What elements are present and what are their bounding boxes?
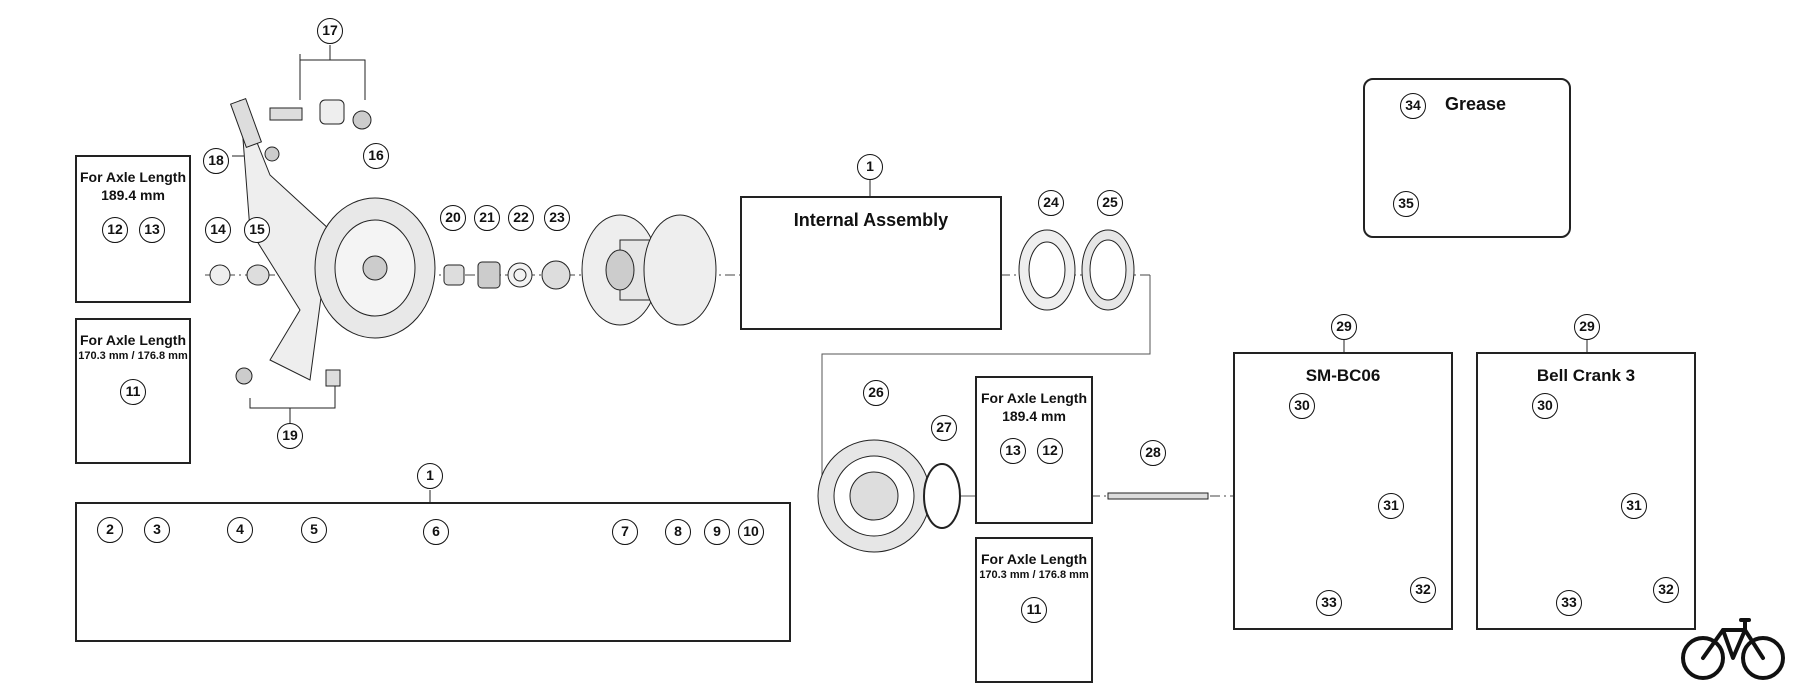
- callout-11-right: 11: [1021, 597, 1047, 623]
- callout-31-bellcrank: 31: [1621, 493, 1647, 519]
- grease-title: Grease: [1445, 94, 1507, 114]
- callout-17: 17: [317, 18, 343, 44]
- axle-189-right-line2: 189.4 mm: [1002, 408, 1066, 424]
- grease-box: Grease: [1363, 78, 1571, 238]
- callout-14: 14: [205, 217, 231, 243]
- callout-23: 23: [544, 205, 570, 231]
- callout-30-smbc06: 30: [1289, 393, 1315, 419]
- axle-189-left-line1: For Axle Length: [79, 169, 187, 185]
- internal-assembly-title: Internal Assembly: [793, 210, 949, 230]
- axle-170-left-line2: 170.3 mm / 176.8 mm: [78, 350, 188, 362]
- callout-29-bellcrank: 29: [1574, 314, 1600, 340]
- callout-22: 22: [508, 205, 534, 231]
- callout-25: 25: [1097, 190, 1123, 216]
- axle-170-left-line1: For Axle Length: [79, 332, 187, 348]
- callout-12-right: 12: [1037, 438, 1063, 464]
- callout-31-smbc06: 31: [1378, 493, 1404, 519]
- callout-26: 26: [863, 380, 889, 406]
- axle-189-right-line1: For Axle Length: [980, 390, 1088, 406]
- axle-170-box-left: For Axle Length 170.3 mm / 176.8 mm: [75, 318, 191, 464]
- callout-13-left: 13: [139, 217, 165, 243]
- callout-3: 3: [144, 517, 170, 543]
- callout-16: 16: [363, 143, 389, 169]
- callout-12-left: 12: [102, 217, 128, 243]
- callout-9: 9: [704, 519, 730, 545]
- bicycle-icon: [1681, 618, 1785, 680]
- callout-27: 27: [931, 415, 957, 441]
- axle-170-right-line2: 170.3 mm / 176.8 mm: [979, 569, 1089, 581]
- axle-189-box-right: For Axle Length 189.4 mm: [975, 376, 1093, 524]
- callout-28: 28: [1140, 440, 1166, 466]
- callout-32-bellcrank: 32: [1653, 577, 1679, 603]
- internal-assembly-box: Internal Assembly: [740, 196, 1002, 330]
- callout-32-smbc06: 32: [1410, 577, 1436, 603]
- callout-18: 18: [203, 148, 229, 174]
- callout-11-left: 11: [120, 379, 146, 405]
- callout-24: 24: [1038, 190, 1064, 216]
- callout-13-right: 13: [1000, 438, 1026, 464]
- callout-30-bellcrank: 30: [1532, 393, 1558, 419]
- axle-189-left-line2: 189.4 mm: [101, 187, 165, 203]
- callout-1-top: 1: [857, 154, 883, 180]
- callout-29-smbc06: 29: [1331, 314, 1357, 340]
- callout-8: 8: [665, 519, 691, 545]
- callout-1-bottom: 1: [417, 463, 443, 489]
- callout-21: 21: [474, 205, 500, 231]
- callout-20: 20: [440, 205, 466, 231]
- callout-4: 4: [227, 517, 253, 543]
- callout-10: 10: [738, 519, 764, 545]
- callout-2: 2: [97, 517, 123, 543]
- callout-19: 19: [277, 423, 303, 449]
- sm-bc06-title: SM-BC06: [1305, 366, 1381, 385]
- axle-170-right-line1: For Axle Length: [980, 551, 1088, 567]
- callout-33-bellcrank: 33: [1556, 590, 1582, 616]
- callout-7: 7: [612, 519, 638, 545]
- callout-5: 5: [301, 517, 327, 543]
- callout-35: 35: [1393, 191, 1419, 217]
- bell-crank-title: Bell Crank 3: [1536, 366, 1636, 385]
- callout-6: 6: [423, 519, 449, 545]
- callout-15: 15: [244, 217, 270, 243]
- axle-189-box-left: For Axle Length 189.4 mm: [75, 155, 191, 303]
- callout-34: 34: [1400, 93, 1426, 119]
- callout-33-smbc06: 33: [1316, 590, 1342, 616]
